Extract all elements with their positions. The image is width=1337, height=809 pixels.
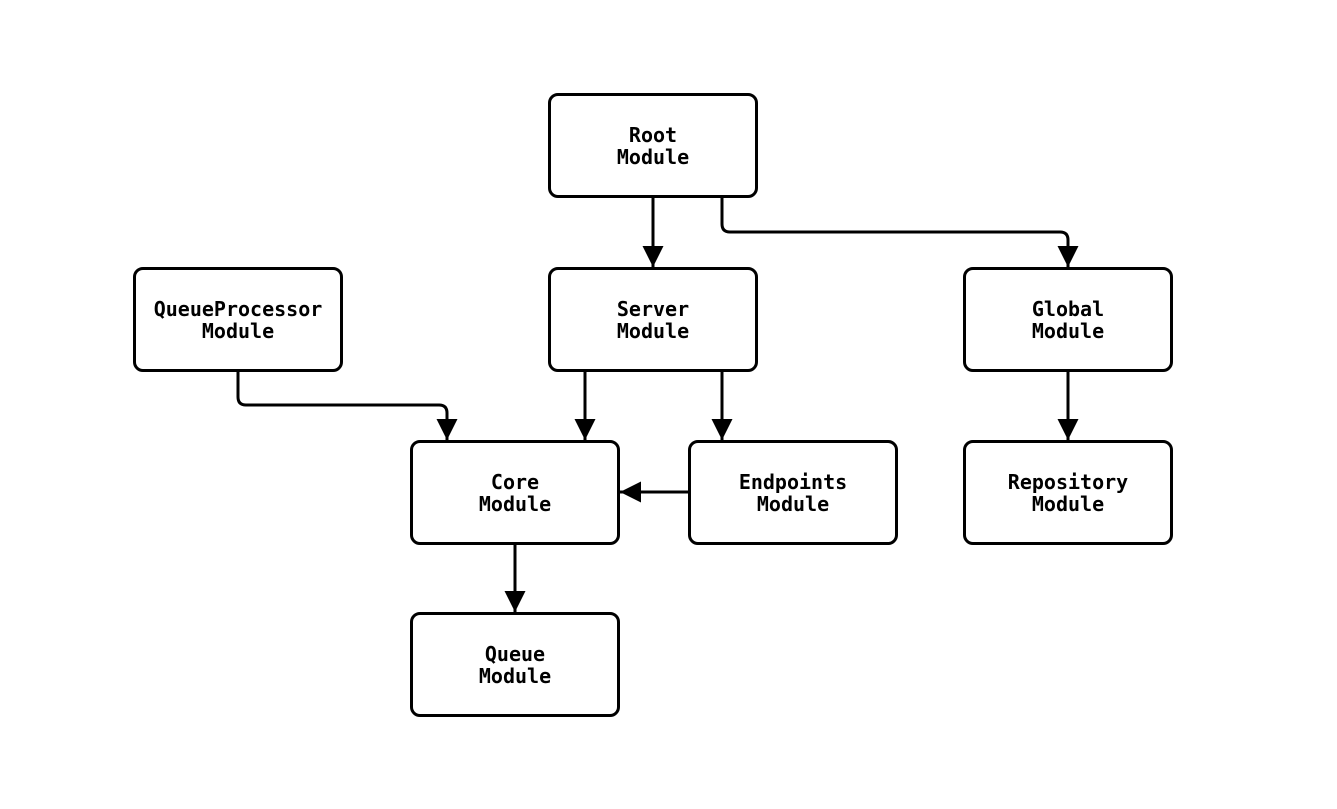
node-queueprocessor-label-line: QueueProcessor	[153, 296, 323, 321]
node-core-label-line: Core	[490, 469, 540, 494]
node-root-label-line: Module	[616, 144, 690, 169]
node-endpoints-label-line: Module	[756, 491, 830, 516]
node-repository-label-line: Repository	[1007, 469, 1129, 494]
node-core-label-line: Module	[478, 491, 552, 516]
node-repository-label-line: Module	[1031, 491, 1105, 516]
node-global-label-line: Module	[1031, 318, 1105, 343]
node-root-label-line: Root	[628, 122, 678, 147]
edge-root-to-global	[720, 198, 1079, 267]
edge-queueprocessor-to-core	[236, 372, 458, 440]
node-queue-label-line: Module	[478, 663, 552, 688]
node-global-label-line: Global	[1031, 296, 1105, 321]
node-queue-label-line: Queue	[484, 641, 546, 666]
node-server-label-line: Module	[616, 318, 690, 343]
node-queueprocessor-label-line: Module	[201, 318, 275, 343]
node-endpoints-label-line: Endpoints	[738, 469, 848, 494]
node-server-label-line: Server	[616, 296, 690, 321]
